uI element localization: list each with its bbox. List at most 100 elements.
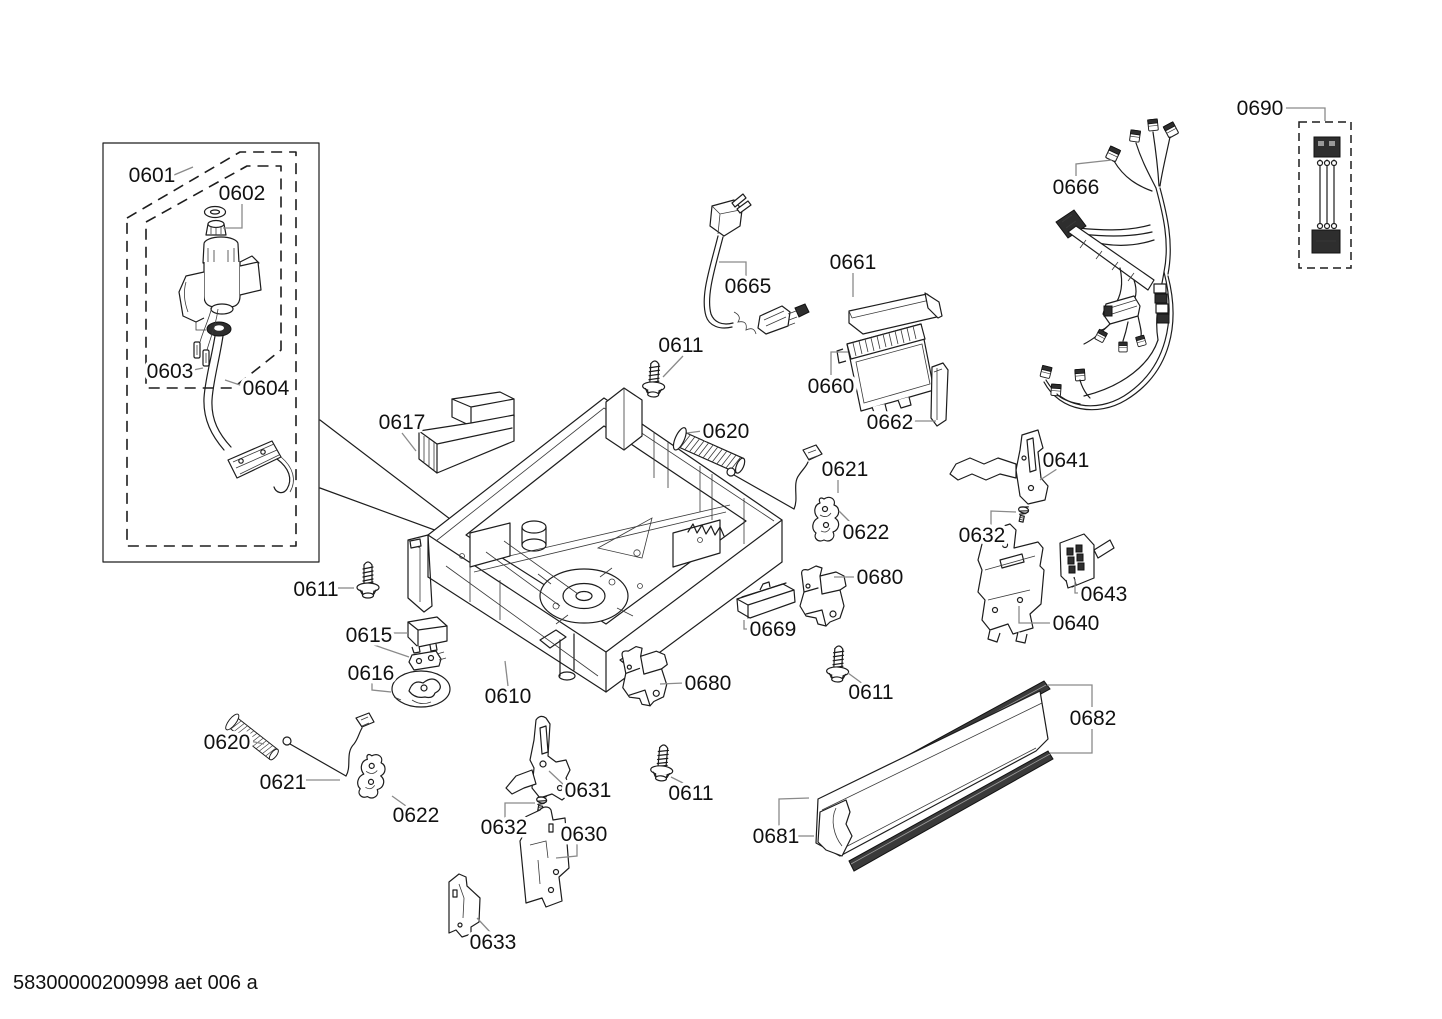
leader-line bbox=[659, 682, 685, 685]
part-0640-bracket bbox=[977, 523, 1045, 644]
callout-0660: 0660 bbox=[804, 351, 858, 402]
callout-0604: 0604 bbox=[224, 374, 293, 404]
leader-line bbox=[719, 261, 747, 276]
part-number-label: 0603 bbox=[147, 360, 194, 383]
part-number-label: 0620 bbox=[703, 420, 750, 443]
callout-0621-right: 0621 bbox=[818, 455, 872, 493]
part-0611-screw-bottom-middle bbox=[649, 743, 676, 783]
leader-line bbox=[1074, 579, 1082, 594]
document-number: 58300000200998 aet 006 a bbox=[13, 972, 258, 994]
part-0669-connector-bar bbox=[736, 581, 796, 619]
part-0641-bracket bbox=[949, 429, 1049, 505]
callout-0611-left: 0611 bbox=[290, 575, 354, 605]
part-number-label: 0611 bbox=[848, 681, 893, 704]
callout-0602: 0602 bbox=[215, 179, 269, 229]
callout-0621-left: 0621 bbox=[256, 768, 340, 798]
leader-line bbox=[686, 430, 703, 434]
part-number-label: 0669 bbox=[750, 618, 797, 641]
callout-0610: 0610 bbox=[481, 660, 535, 712]
leader-line bbox=[223, 204, 243, 229]
leader-line bbox=[1284, 107, 1326, 121]
part-number-label: 0621 bbox=[260, 771, 307, 794]
leader-line bbox=[662, 355, 684, 378]
part-0611-screw-left bbox=[356, 561, 380, 599]
part-0660-module bbox=[836, 323, 935, 416]
leader-line bbox=[391, 795, 407, 807]
part-0681-plinth bbox=[815, 690, 1049, 857]
callout-0643: 0643 bbox=[1074, 579, 1131, 610]
part-number-label: 0680 bbox=[857, 566, 904, 589]
leader-line bbox=[504, 660, 509, 687]
leader-line bbox=[192, 367, 204, 371]
part-number-label: 0611 bbox=[293, 578, 338, 601]
part-number-label: 0601 bbox=[129, 164, 176, 187]
part-number-label: 0602 bbox=[219, 182, 266, 205]
part-number-label: 0632 bbox=[959, 524, 1006, 547]
part-0680-bracket-bottom bbox=[619, 643, 671, 709]
callout-0611-bottom-right: 0611 bbox=[845, 672, 897, 708]
part-0622-left bbox=[355, 752, 388, 800]
part-0617-cover bbox=[418, 391, 515, 474]
leader-line bbox=[476, 917, 492, 934]
leader-line bbox=[401, 432, 417, 452]
part-number-label: 0633 bbox=[470, 931, 517, 954]
part-0615 bbox=[407, 616, 448, 671]
callout-0617: 0617 bbox=[375, 408, 429, 452]
part-0632-screw-right bbox=[1015, 504, 1030, 524]
leader-line bbox=[173, 166, 194, 176]
callout-0690: 0690 bbox=[1233, 94, 1326, 124]
callout-0611-bottom-middle: 0611 bbox=[665, 776, 717, 809]
leader-line bbox=[1047, 684, 1093, 707]
part-number-label: 0682 bbox=[1070, 707, 1117, 730]
part-number-label: 0640 bbox=[1053, 612, 1100, 635]
part-number-label: 0611 bbox=[658, 334, 703, 357]
leader-line bbox=[555, 844, 578, 859]
leader-line bbox=[1050, 729, 1093, 754]
callout-0616: 0616 bbox=[344, 659, 398, 693]
callout-0622-right: 0622 bbox=[838, 510, 893, 548]
part-number-label: 0666 bbox=[1053, 176, 1100, 199]
leader-line bbox=[743, 620, 751, 630]
part-0661-cover-strip bbox=[848, 292, 943, 335]
part-number-label: 0643 bbox=[1081, 583, 1128, 606]
callout-0682: 0682 bbox=[1047, 684, 1120, 754]
leader-line bbox=[371, 682, 392, 693]
callout-0680-right: 0680 bbox=[834, 563, 907, 593]
leader-line bbox=[504, 802, 535, 818]
part-number-label: 0641 bbox=[1043, 449, 1090, 472]
part-0631-hinge bbox=[505, 715, 573, 801]
part-number-label: 0661 bbox=[830, 251, 877, 274]
callout-0681: 0681 bbox=[749, 797, 814, 852]
part-0621-wire-left bbox=[282, 712, 375, 777]
leader-line bbox=[548, 770, 566, 787]
part-number-label: 0662 bbox=[867, 411, 914, 434]
part-number-label: 0631 bbox=[565, 779, 612, 802]
callout-0633: 0633 bbox=[466, 917, 520, 958]
part-0611-screw-top bbox=[641, 359, 667, 399]
leader-line bbox=[249, 740, 265, 745]
callout-0661: 0661 bbox=[826, 248, 880, 297]
callout-0666: 0666 bbox=[1049, 159, 1113, 203]
part-0601-valve-body bbox=[178, 236, 262, 337]
leader-line bbox=[670, 776, 688, 786]
detail-box-0601 bbox=[102, 142, 493, 563]
leader-line bbox=[990, 510, 1017, 526]
leader-line bbox=[830, 351, 848, 375]
callout-0615: 0615 bbox=[342, 621, 410, 658]
callout-0620-right: 0620 bbox=[686, 417, 753, 447]
part-number-label: 0622 bbox=[393, 804, 440, 827]
part-number-label: 0690 bbox=[1237, 97, 1284, 120]
callout-0669: 0669 bbox=[743, 615, 800, 645]
callout-0611-top: 0611 bbox=[655, 331, 707, 378]
callout-0632-left: 0632 bbox=[477, 802, 535, 843]
leader-line bbox=[1039, 468, 1058, 481]
part-number-label: 0620 bbox=[204, 731, 251, 754]
part-number-label: 0681 bbox=[753, 825, 800, 848]
part-0621-wire-right bbox=[726, 444, 823, 510]
part-number-label: 0615 bbox=[346, 624, 393, 647]
callout-0680-bottom: 0680 bbox=[659, 669, 735, 699]
callout-0641: 0641 bbox=[1039, 446, 1093, 481]
callout-0601: 0601 bbox=[125, 161, 194, 191]
